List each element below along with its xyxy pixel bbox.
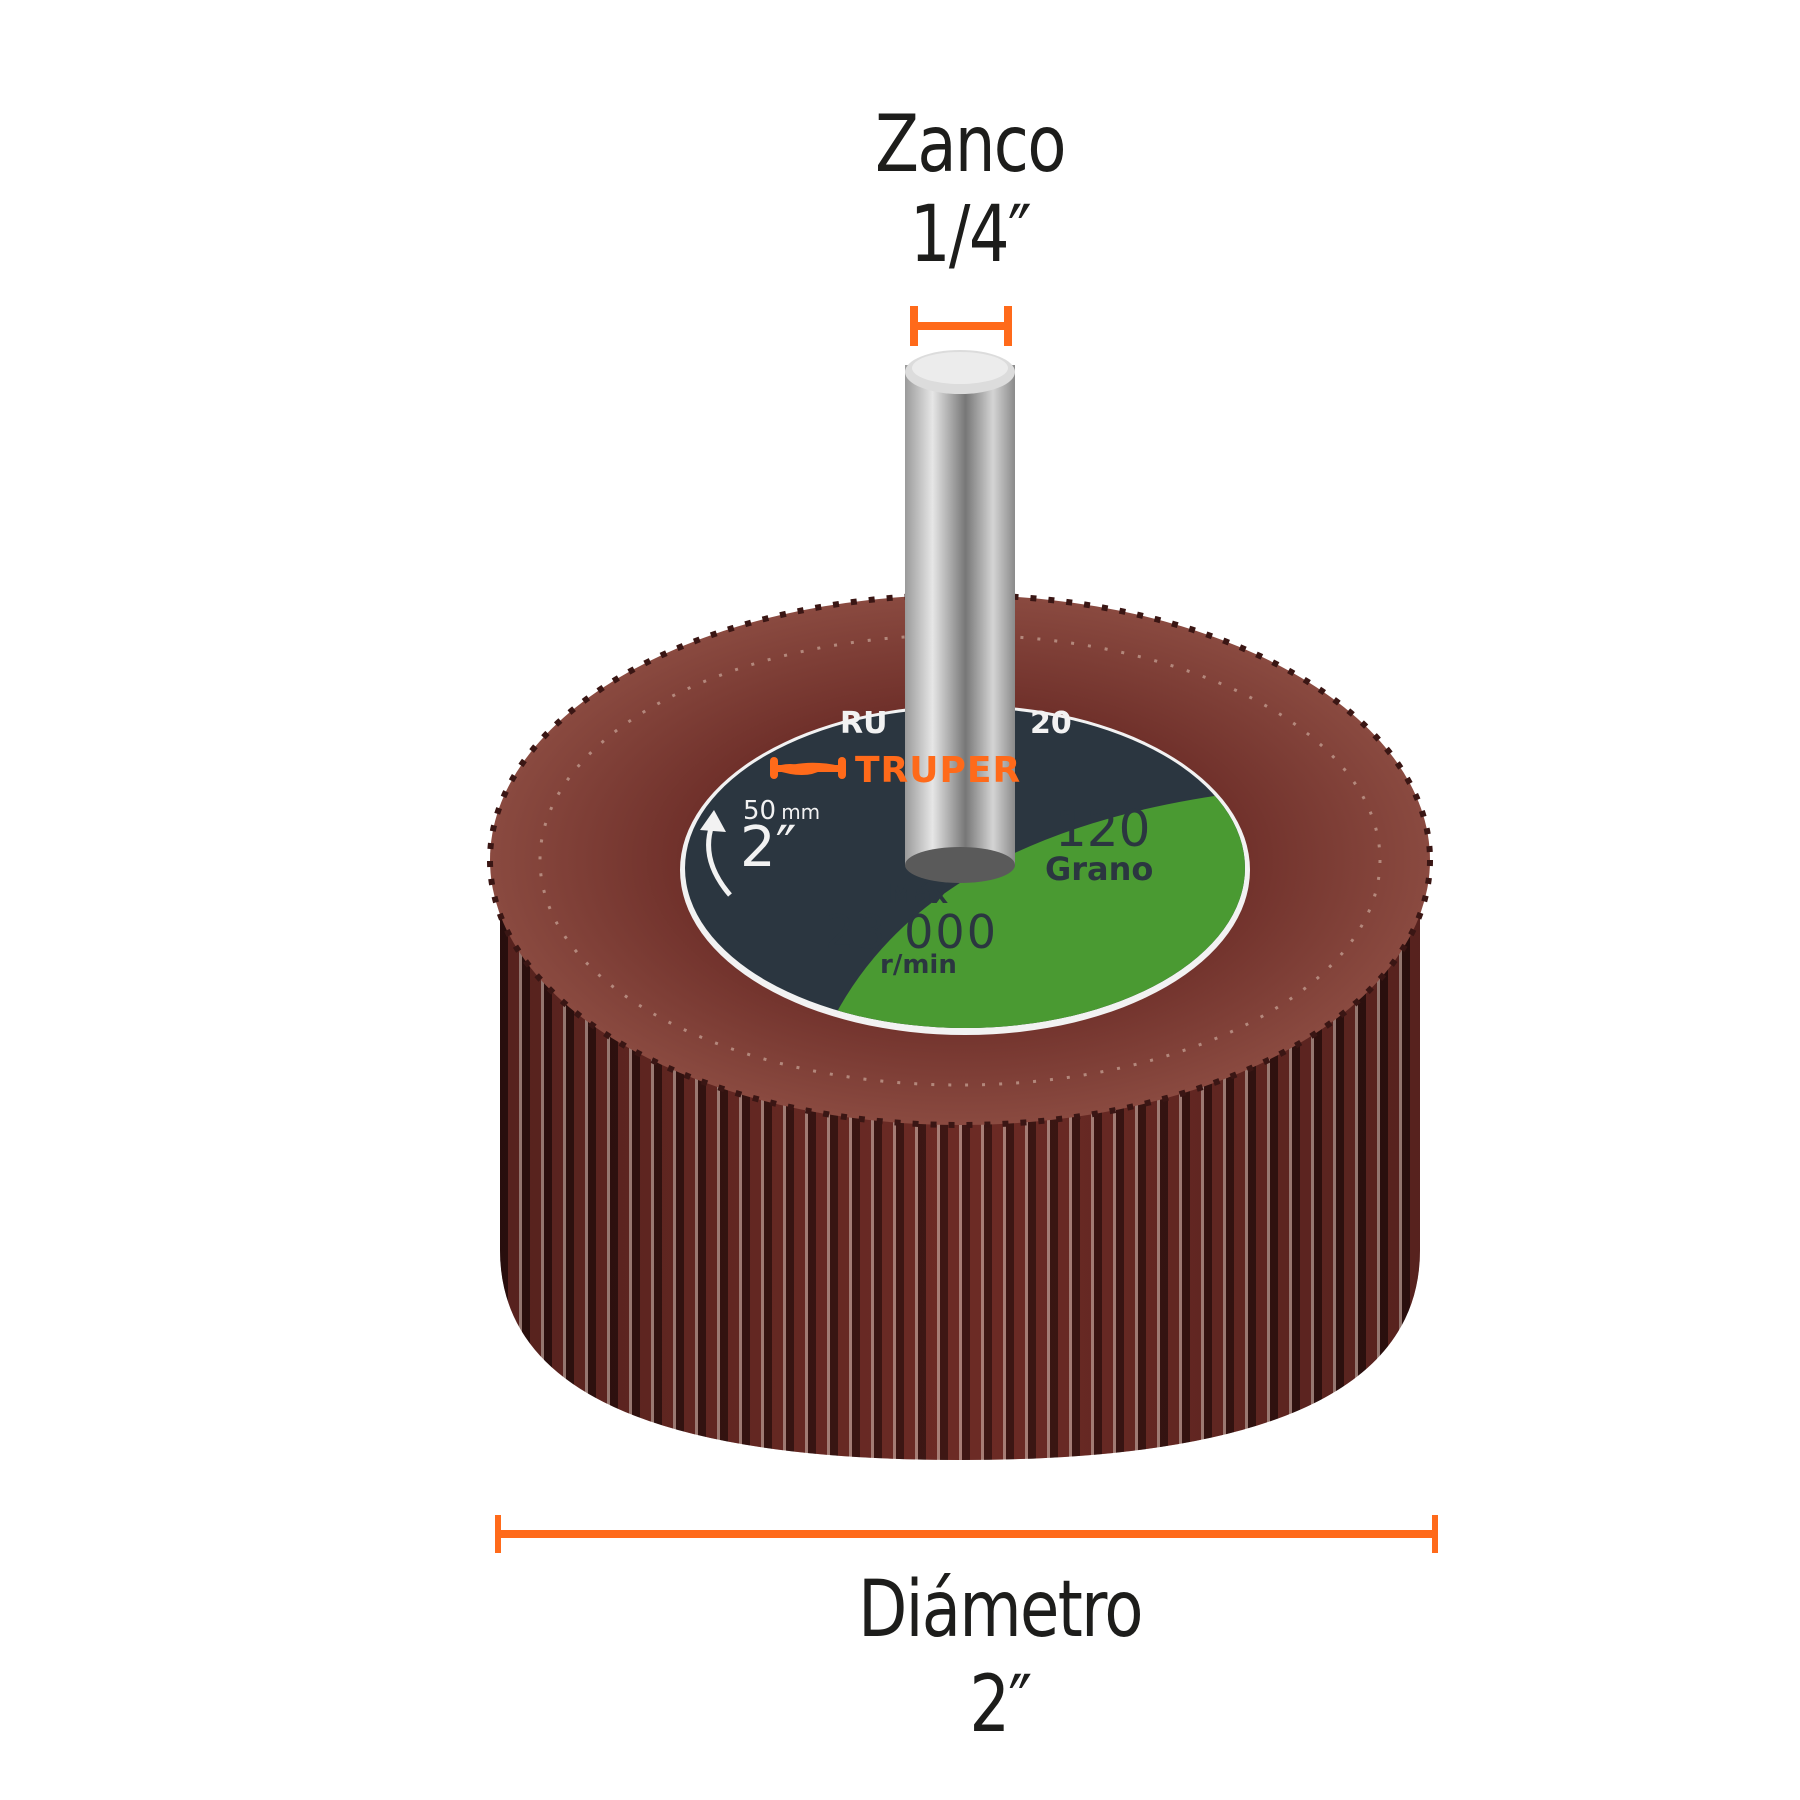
size-mm-unit: mm [781,800,821,824]
shank-rod [905,350,1015,883]
max-speed: 23 000 [825,905,998,959]
size-inches: 2″ [740,815,797,880]
grit-number: 120 [1055,800,1151,858]
max-label: Máx [888,880,949,910]
shank-dimension-value: 1/4″ [909,190,1032,280]
grit-label: Grano [1045,850,1154,888]
model-number-left: RU [840,706,888,741]
diameter-dimension-title: Diámetro [858,1565,1144,1655]
model-number-right: 20 [1030,706,1072,741]
brand-name: TRUPER [855,750,1022,791]
truper-logo-icon [770,757,846,779]
diameter-dimension-value: 2″ [969,1660,1032,1750]
speed-unit: r/min [880,950,957,980]
rotation-arrow-icon [700,810,732,897]
size-mm: 50 mm [743,796,820,826]
size-mm-value: 50 [743,796,777,826]
shank-dimension-title: Zanco [875,100,1066,190]
